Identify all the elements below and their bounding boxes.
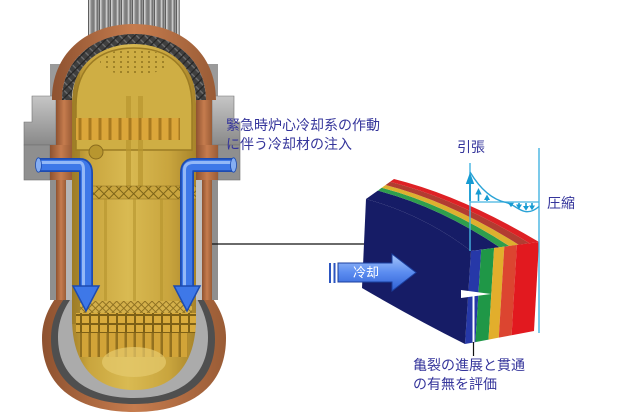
coolant-pipe-right	[181, 159, 233, 288]
top-head-copper-dome	[52, 24, 216, 100]
top-band-red	[390, 179, 539, 244]
end-strip-orange	[498, 244, 517, 338]
cooling-arrow-shape	[337, 252, 417, 293]
end-strip-red	[511, 242, 539, 336]
downflow-arrowhead-left	[71, 285, 101, 313]
flange-steel-left	[23, 95, 57, 146]
guide-tube-band	[76, 118, 180, 140]
body-liner-right	[196, 180, 202, 300]
compression-label: 圧縮	[547, 195, 575, 211]
core-support-grid	[76, 313, 196, 333]
nozzle-hole	[88, 144, 104, 160]
cooling-label: 冷却	[353, 265, 379, 280]
stress-curve	[469, 171, 540, 213]
reactor-pressure-vessel	[23, 0, 241, 412]
body-clad-right	[202, 180, 212, 300]
coolant-pipe-left-highlight	[38, 161, 85, 288]
guide-column	[126, 96, 131, 186]
end-strip-yellow	[488, 246, 505, 340]
pipe-end-cap-right	[230, 157, 237, 173]
injection-annotation-line1: 緊急時炉心冷却系の作動	[226, 117, 380, 133]
crack-mark	[461, 290, 491, 298]
cooling-arrow-tail-stripe	[329, 263, 331, 283]
body-steel-edge-right	[212, 180, 218, 300]
injection-annotation-line2: に伴う冷却材の注入	[226, 136, 352, 152]
coolant-pipe-right-highlight	[183, 161, 233, 288]
guide-column	[138, 96, 143, 186]
core-barrel-line	[160, 199, 163, 301]
tension-arrows	[465, 172, 490, 201]
pipe-end-cap-left	[35, 157, 42, 173]
core-barrel-line	[104, 199, 107, 301]
vessel-wall-segment	[362, 179, 539, 344]
upper-core-plate	[87, 185, 196, 200]
fuel-lattice-band	[80, 301, 192, 313]
stress-profile	[465, 148, 540, 333]
top-band-darkred	[385, 181, 530, 245]
top-band-green	[377, 187, 510, 248]
body-liner-left	[66, 180, 72, 300]
crack-note-line2: の有無を評価	[413, 376, 497, 392]
end-strip-green	[475, 247, 495, 343]
body-clad-left	[56, 180, 66, 300]
flange-clad-right	[196, 96, 212, 145]
interior-shadow	[72, 44, 80, 324]
cooling-arrow-tail-stripe	[333, 263, 336, 283]
top-head-lattice-ring	[62, 34, 206, 100]
flange-clad-left	[56, 96, 72, 145]
tension-label: 引張	[457, 139, 485, 155]
inner-face-navy	[362, 199, 471, 344]
core-internals	[72, 44, 196, 377]
downflow-arrowhead-right	[172, 285, 202, 313]
top-band-navy	[366, 190, 500, 251]
crack-note-line1: 亀裂の進展と貫通	[413, 357, 525, 373]
perforated-plate-dots	[100, 49, 168, 75]
bowl-highlight	[102, 347, 166, 377]
compression-arrows	[508, 202, 535, 211]
body-steel-edge-left	[50, 180, 56, 300]
cooling-arrow: 冷却	[329, 252, 417, 293]
coolant-flow	[35, 157, 237, 313]
top-band-yellow	[381, 185, 519, 246]
core-barrel-line	[133, 199, 136, 301]
